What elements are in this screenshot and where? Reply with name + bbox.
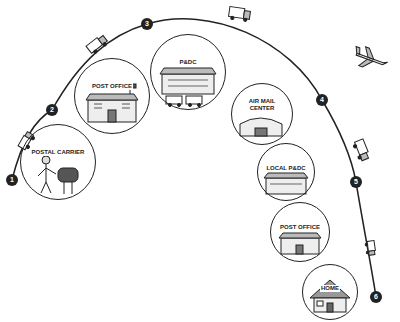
place-label: POSTAL CARRIER (31, 149, 86, 156)
place-label: POST OFFICE (91, 83, 133, 90)
callout-number: 4 (316, 94, 328, 106)
circle-label-area: HOME (310, 276, 350, 294)
circle-label-area: POSTAL CARRIER (30, 140, 86, 158)
post-office-building (279, 233, 321, 254)
post-office-building (86, 84, 138, 122)
place-label: AIR MAIL CENTER (239, 98, 285, 111)
stage-circle: POST OFFICE (74, 58, 150, 134)
circle-label-area: POST OFFICE (84, 74, 140, 92)
circle-label-area: AIR MAIL CENTER (239, 96, 285, 114)
home-house (310, 280, 350, 312)
callout-number: 5 (350, 176, 362, 188)
callout-number: 3 (141, 18, 153, 30)
route-arc (12, 19, 376, 297)
callout-number: 1 (6, 174, 18, 186)
carrier-figure (38, 156, 78, 194)
stage-circle: AIR MAIL CENTER (231, 83, 293, 145)
stage-circle: POST OFFICE (270, 202, 330, 262)
stage-circle: P&DC (150, 34, 226, 110)
callout-number: 2 (46, 104, 58, 116)
local-processing-building (264, 173, 308, 194)
stage-circle: LOCAL P&DC (257, 143, 315, 201)
place-label: LOCAL P&DC (265, 165, 306, 172)
callout-number: 6 (370, 291, 382, 303)
air-mail-building (240, 118, 282, 136)
circle-label-area: LOCAL P&DC (265, 156, 307, 174)
processing-center (160, 68, 216, 107)
stage-circle: POSTAL CARRIER (20, 124, 96, 200)
place-label: P&DC (178, 59, 197, 66)
stage-circle: HOME (302, 264, 358, 320)
place-label: HOME (320, 285, 340, 292)
delivery-vehicles (18, 7, 390, 256)
circle-grounds (21, 35, 357, 319)
circle-label-area: POST OFFICE (278, 215, 322, 233)
place-label: POST OFFICE (279, 224, 321, 231)
circle-label-area: P&DC (160, 50, 216, 68)
